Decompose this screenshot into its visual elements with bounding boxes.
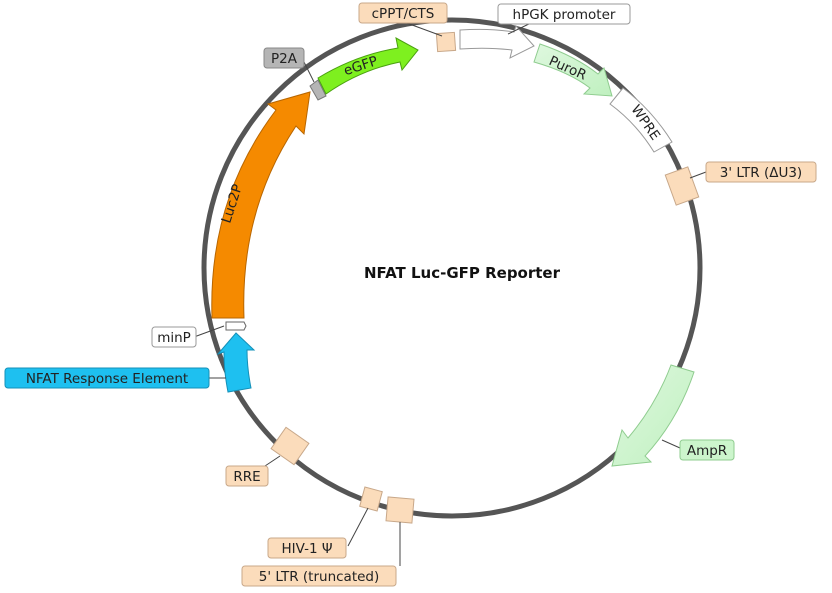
cppt-label-box[interactable]: cPPT/CTS (358, 2, 448, 24)
minp-label-box[interactable]: minP (151, 326, 197, 348)
cppt-label: cPPT/CTS (372, 6, 435, 22)
ltr5-feature[interactable] (385, 496, 415, 524)
ampr-label-box[interactable]: AmpR (679, 439, 735, 461)
p2a-label: P2A (271, 51, 298, 67)
rre-label: RRE (233, 469, 260, 485)
egfp-feature[interactable]: eGFP (317, 37, 419, 95)
ltr5-label: 5' LTR (truncated) (259, 569, 380, 585)
hiv-label-box[interactable]: HIV-1 Ψ (267, 537, 347, 559)
egfp-label: eGFP (342, 53, 380, 79)
nfat-label: NFAT Response Element (26, 371, 188, 387)
ltr3-label-box[interactable]: 3' LTR (ΔU3) (705, 161, 817, 183)
minp-feature[interactable] (225, 321, 247, 331)
hpgk-promoter-feature[interactable] (459, 25, 535, 59)
rre-label-box[interactable]: RRE (225, 465, 269, 487)
ltr5-label-box[interactable]: 5' LTR (truncated) (241, 565, 397, 587)
nfat-response-element-feature[interactable] (216, 332, 256, 393)
hpgk-label-box[interactable]: hPGK promoter (497, 3, 631, 25)
hiv-psi-feature[interactable] (359, 486, 383, 512)
nfat-label-box[interactable]: NFAT Response Element (4, 367, 210, 389)
ltr3-label: 3' LTR (ΔU3) (720, 165, 802, 181)
cppt-feature[interactable] (435, 31, 457, 53)
luc2p-feature[interactable]: Luc2P (211, 91, 311, 319)
rre-feature[interactable] (270, 426, 310, 466)
minp-label: minP (157, 330, 191, 346)
ltr3-feature[interactable] (664, 166, 700, 206)
plasmid-title: NFAT Luc-GFP Reporter (364, 264, 561, 282)
hpgk-label: hPGK promoter (513, 7, 616, 23)
puror-feature[interactable]: PuroR (533, 43, 613, 97)
p2a-feature[interactable] (309, 79, 327, 101)
hiv-label: HIV-1 Ψ (282, 541, 333, 557)
plasmid-backbone (201, 17, 703, 519)
ampr-feature[interactable] (611, 364, 695, 467)
p2a-label-box[interactable]: P2A (263, 47, 305, 69)
ampr-label: AmpR (687, 443, 727, 459)
wpre-feature[interactable]: WPRE (609, 87, 673, 153)
